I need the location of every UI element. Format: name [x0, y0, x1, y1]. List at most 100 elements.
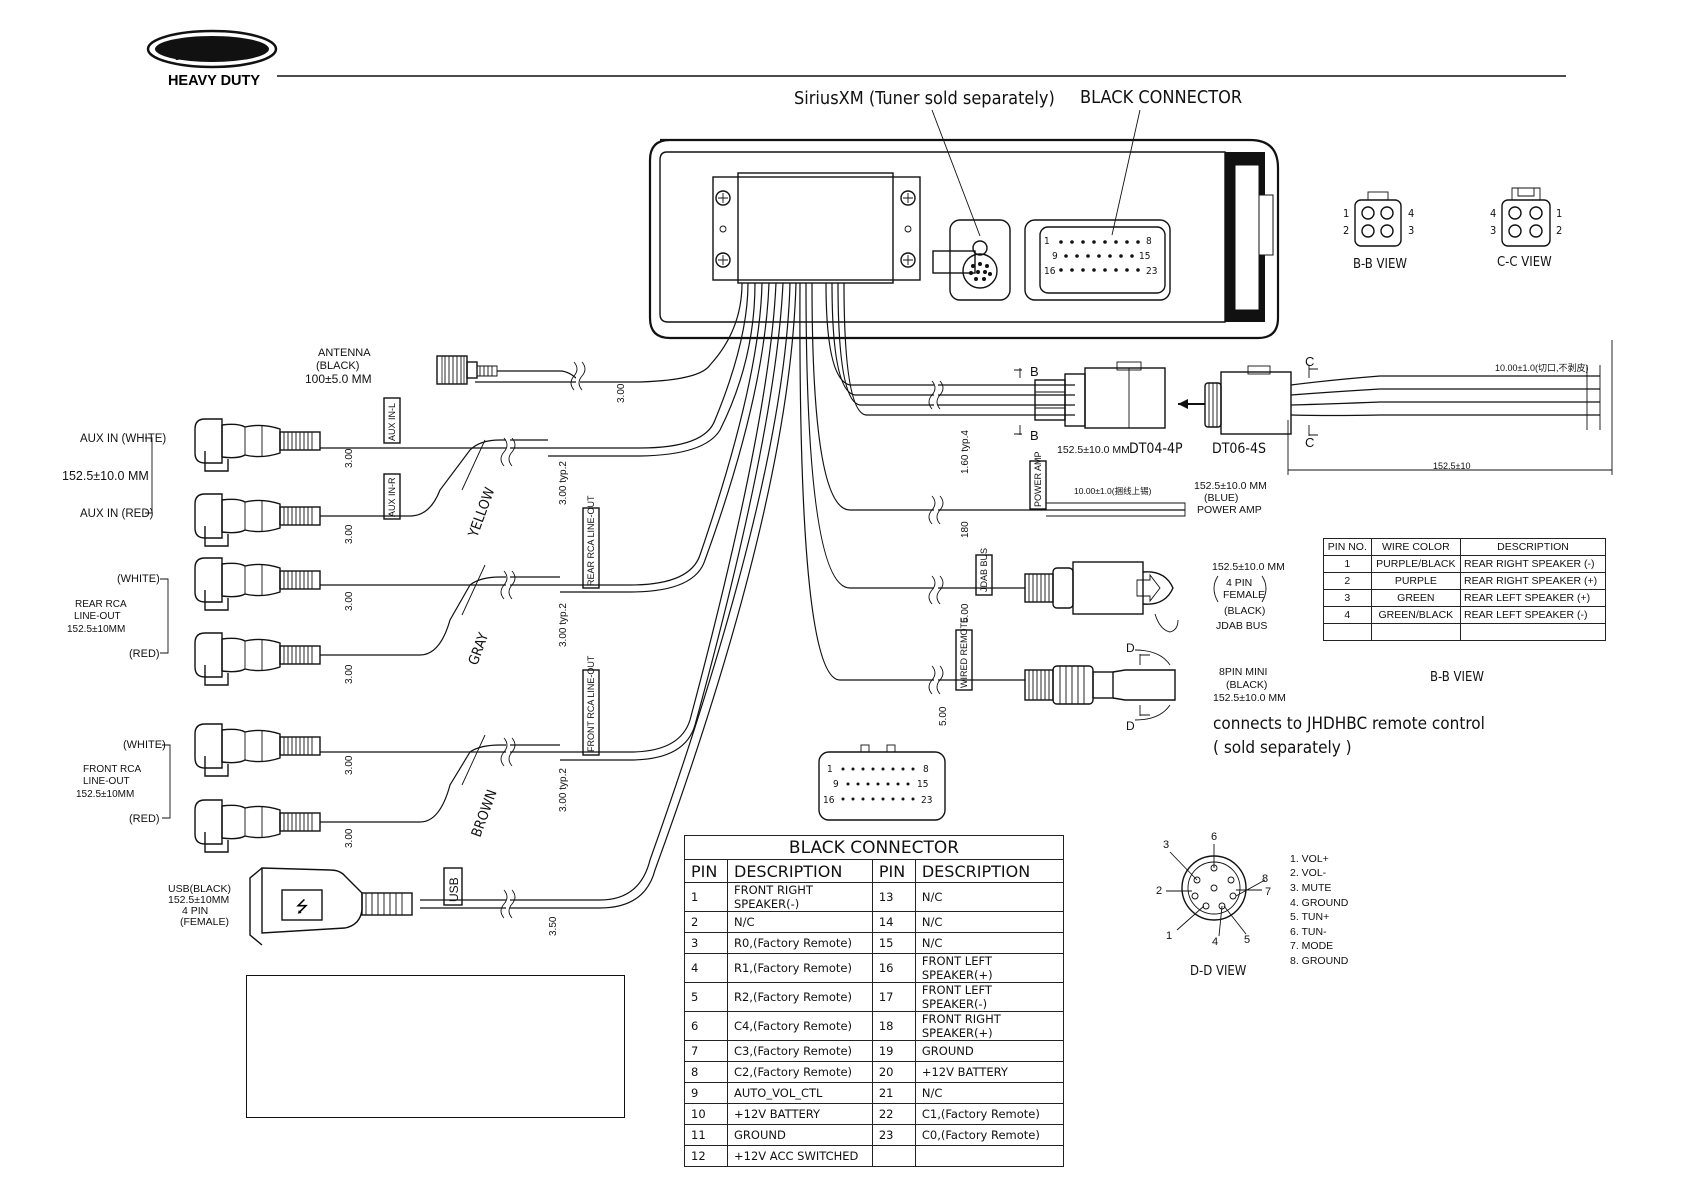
rca-plug-icon — [194, 418, 321, 472]
table-title: BLACK CONNECTOR — [684, 835, 1064, 860]
label-text: 2. VOL- — [1290, 867, 1327, 879]
label-text: 1 — [1343, 207, 1349, 220]
label-text: +12V BATTERY — [727, 1103, 873, 1125]
label-text: R0,(Factory Remote) — [727, 932, 873, 954]
label-text: REAR LEFT SPEAKER (-) — [1460, 606, 1606, 624]
label-text: 1 — [1044, 236, 1050, 247]
label-text: 9 — [833, 779, 839, 790]
label-text: 11 — [684, 1124, 728, 1146]
label-text: 4. GROUND — [1290, 897, 1349, 909]
label-text: REAR LEFT SPEAKER (+) — [1460, 589, 1606, 607]
label-text: GROUND — [914, 1040, 1065, 1062]
label-text: WIRED REMOTE — [959, 617, 969, 688]
label-text: WIRE COLOR — [1370, 538, 1462, 556]
label-text: USB — [447, 877, 461, 902]
label-text: 152.5±10.0 MM — [1212, 561, 1285, 573]
label-text: GREEN/BLACK — [1370, 606, 1462, 624]
cable-break-mark — [928, 380, 944, 410]
label-text: 4 — [1490, 207, 1496, 220]
label-text: DT04-4P — [1129, 441, 1183, 457]
label-text: POWER AMP — [1033, 451, 1043, 507]
usb-icon: ⭍ — [295, 898, 308, 916]
label-text: C — [1305, 435, 1314, 450]
mini-din-8pin-connector — [1024, 649, 1176, 721]
cable-break-mark — [500, 889, 516, 919]
bb-table-view-label: B-B VIEW — [1430, 670, 1484, 685]
label-text: (WHITE) — [117, 573, 160, 585]
label-text: 10.00±1.0(切口,不剥皮) — [1495, 362, 1588, 373]
cable-break-mark — [928, 575, 944, 605]
label-text: +12V ACC SWITCHED — [727, 1145, 873, 1167]
label-text: C — [1305, 354, 1314, 369]
label-text: 8 — [684, 1061, 728, 1083]
label-text: LINE-OUT — [74, 611, 121, 622]
usb-connector: ⭍ USB(BLACK) 152.5±10MM 4 PIN (FEMALE) — [168, 867, 413, 946]
label-text: 3.00 — [616, 383, 627, 403]
label-text: (BLACK) — [1226, 679, 1267, 691]
label-text: FRONT RCA LINE-OUT — [586, 655, 596, 752]
label-text: 4 PIN — [182, 905, 208, 917]
label-text: 3.00 — [344, 755, 355, 775]
label-text: (RED) — [129, 813, 160, 825]
label-text: 3 — [1323, 589, 1372, 607]
jdab-bus-connector — [1024, 561, 1179, 633]
label-text: 3.00 typ.2 — [558, 603, 569, 647]
bb-view-label: B-B VIEW — [1353, 257, 1407, 272]
rca-plug-icon — [194, 799, 321, 853]
cable-break-mark — [500, 737, 516, 767]
label-text: C1,(Factory Remote) — [914, 1103, 1065, 1125]
siriusxm-label: SiriusXM (Tuner sold separately) — [794, 88, 1055, 109]
label-text: 8 — [923, 764, 929, 775]
label-text: 2 — [1343, 224, 1349, 237]
label-text: 152.5±10.0 MM — [1057, 444, 1130, 456]
label-text: AUTO_VOL_CTL — [727, 1082, 873, 1104]
label-text: 22 — [871, 1103, 916, 1125]
logo-sub: HEAVY DUTY — [168, 73, 260, 89]
label-text: 3.00 — [344, 664, 355, 684]
logo-brand: JENSEN — [176, 39, 248, 61]
rca-connectors — [194, 418, 560, 853]
label-text: 5. TUN+ — [1290, 911, 1329, 923]
label-text: (BLACK) — [316, 360, 359, 372]
rca-plug-icon — [194, 632, 321, 686]
dd-legend: 1. VOL+ 2. VOL- 3. MUTE 4. GROUND 5. TUN… — [1290, 853, 1349, 967]
label-text: 3.00 — [344, 591, 355, 611]
label-text: 17 — [871, 982, 916, 1012]
label-text: 9 — [684, 1082, 728, 1104]
label-text: 7 — [684, 1040, 728, 1062]
label-text: D — [1126, 641, 1135, 655]
label-text: +12V BATTERY — [914, 1061, 1065, 1083]
table-row: 12+12V ACC SWITCHED — [684, 1145, 1065, 1167]
label-text: REAR RIGHT SPEAKER (-) — [1460, 555, 1606, 573]
label-text: N/C — [914, 1082, 1065, 1104]
label-text: 23 — [1146, 266, 1157, 277]
label-text: DESCRIPTION — [914, 859, 1065, 883]
head-unit: 1 8 9 15 16 23 — [648, 138, 1280, 340]
dd-view-connector: 3 6 2 1 4 5 8 7 D-D VIEW — [1156, 831, 1271, 979]
label-text: N/C — [914, 932, 1065, 954]
jensen-logo: JENSEN HEAVY DUTY — [146, 29, 278, 89]
label-text: AUX IN-L — [387, 403, 397, 441]
label-text: PURPLE/BLACK — [1370, 555, 1462, 573]
bb-view-connector: 1 2 3 4 B-B VIEW — [1343, 191, 1414, 272]
label-text: BROWN — [469, 788, 501, 840]
label-text: FRONT LEFT SPEAKER(+) — [914, 953, 1065, 983]
label-text: 5.00 — [960, 603, 971, 623]
label-text: REAR RCA — [75, 599, 127, 610]
label-text: 3 — [684, 932, 728, 954]
label-text: PIN — [684, 859, 728, 883]
label-text — [1370, 623, 1462, 641]
label-text — [1460, 623, 1606, 641]
label-text: 23 — [921, 795, 932, 806]
label-text: 3.00 — [344, 448, 355, 468]
label-text: 3 — [1408, 224, 1414, 237]
cable-break-mark — [928, 495, 944, 525]
